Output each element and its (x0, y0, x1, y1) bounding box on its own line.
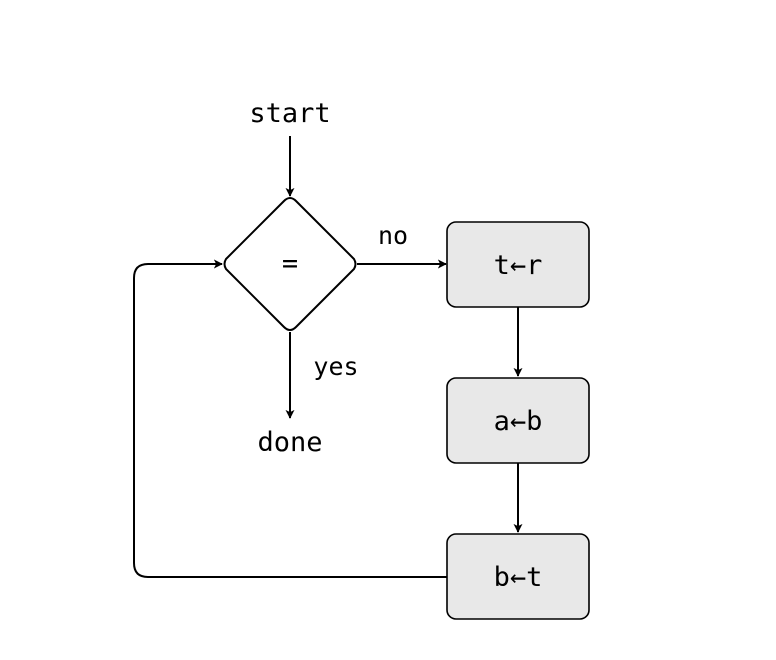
edge-no-label: no (378, 221, 408, 250)
assign-b-label: b←t (494, 562, 543, 593)
start-label: start (249, 98, 330, 129)
decision-label: = (282, 248, 298, 279)
edge-loop-back (133, 259, 447, 578)
edge-yes-label: yes (313, 352, 358, 381)
assign-a-label: a←b (494, 406, 543, 437)
done-label: done (257, 427, 322, 458)
assign-t-label: t←r (494, 250, 543, 281)
decision-diamond (223, 196, 357, 331)
